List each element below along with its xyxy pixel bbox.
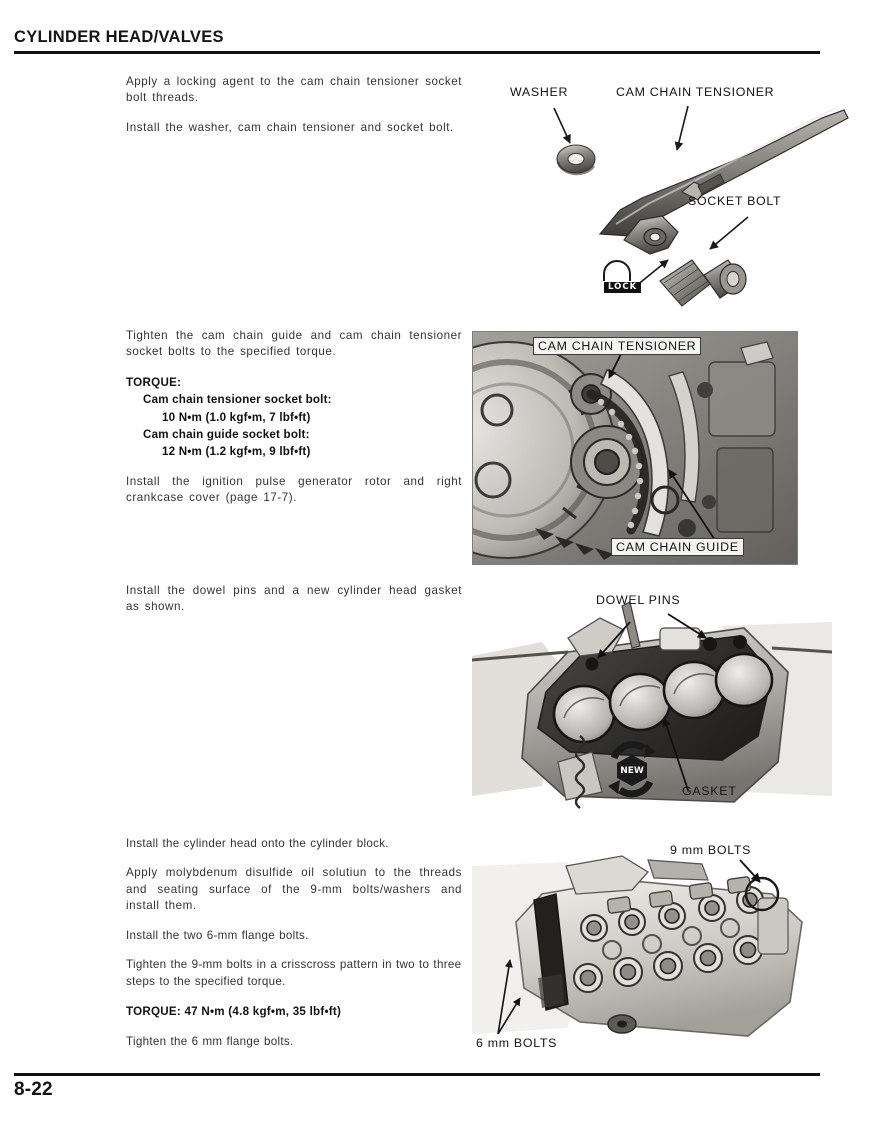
callout-socket-bolt: SOCKET BOLT [688,194,782,208]
header-rule [14,51,820,54]
leader-tensioner [674,105,689,151]
figure-surface: NEW DOWEL PINS GASKET [472,586,832,822]
callout-9mm-bolts: 9 mm BOLTS [670,843,752,857]
figure-surface: CAM CHAIN TENSIONER CAM CHAIN GUIDE [473,332,797,564]
flywheel-region [473,341,616,560]
cam-chain-tunnel [533,893,569,1011]
washer-drawing [556,144,596,176]
cam-chain-tensioner-drawing [598,107,849,255]
footer-rule [14,1073,820,1076]
cylinder-head [515,879,803,1037]
bolt-bosses-upper [580,886,764,942]
paragraph: Tighten the 6 mm flange bolts. [126,1034,294,1048]
figure-artwork [553,105,849,307]
callout-gasket: GASKET [682,784,737,798]
dowel-pin-right [703,637,717,651]
new-part-badge: NEW [608,741,656,798]
paragraph: Apply a locking agent to the cam chain t… [126,75,462,105]
leader-6mm-a [497,959,513,1035]
leader-9mm [739,859,761,883]
spring-coil [574,735,586,809]
figure-head-bolts-photo: 9 mm BOLTS 6 mm BOLTS [472,838,840,1070]
callout-washer: WASHER [510,85,569,99]
figure-artwork [473,332,797,564]
socket-bolt-drawing [659,259,747,307]
paragraph: Install the washer, cam chain tensioner … [126,120,454,134]
callout-cam-chain-tensioner: CAM CHAIN TENSIONER [616,85,775,99]
page-number: 8-22 [14,1079,53,1100]
dowel-pin-right-2 [733,635,747,649]
cylinder-block [521,627,789,803]
page-footer: 8-22 [14,1073,820,1101]
torque-spec-list: TORQUE: Cam chain tensioner socket bolt:… [126,374,462,461]
paragraph: Install the cylinder head onto the cylin… [126,837,389,850]
leader-washer [553,107,571,144]
paragraph: Install the two 6-mm flange bolts. [126,928,309,942]
bolt-bosses-lower [573,935,763,993]
figure-surface: WASHER CAM CHAIN TENSIONER SOCKET BOLT L… [492,74,872,310]
tensioner-in-photo [599,368,670,537]
figure-gasket-photo: NEW DOWEL PINS GASKET [472,586,832,822]
guide-in-photo [668,371,700,503]
torque-heading: TORQUE: [126,375,182,389]
page-title: CYLINDER HEAD/VALVES [14,28,224,46]
leader-dowel-right [667,613,707,639]
cam-chain-links [597,398,644,529]
cam-journal-caps [606,876,752,914]
crankcase-right [697,341,776,533]
torque-item-name: Cam chain guide socket bolt: [143,428,310,442]
text-block-torque-specs: Tighten the cam chain guide and cam chai… [126,328,462,507]
lock-arc-icon [603,260,631,281]
paragraph: Install the ignition pulse generator rot… [126,474,462,505]
leader-dowel-left [597,621,631,659]
highlight-9mm-bolt [744,876,780,912]
gasket-surface [537,635,773,761]
torque-item-value: 10 N•m (1.0 kgf•m, 7 lbf•ft) [162,410,311,424]
text-block-tensioner-install: Apply a locking agent to the cam chain t… [126,74,462,136]
leader-gasket [662,717,689,791]
figure-tensioner-exploded: WASHER CAM CHAIN TENSIONER SOCKET BOLT L… [492,74,872,310]
leader-tensioner [608,353,622,379]
text-block-cylinder-head-install: Install the cylinder head onto the cylin… [126,836,462,1050]
callout-cam-chain-guide: CAM CHAIN GUIDE [611,538,744,556]
torque-item-name: Cam chain tensioner socket bolt: [143,393,332,407]
callout-dowel-pins: DOWEL PINS [596,593,681,607]
leader-socket-bolt [709,216,749,250]
torque-item-value: 12 N•m (1.2 kgf•m, 9 lbf•ft) [162,445,311,459]
bolt-heads-lower [579,941,757,987]
callout-cam-chain-tensioner: CAM CHAIN TENSIONER [533,337,702,355]
paragraph: Install the dowel pins and a new cylinde… [126,584,462,614]
cam-chain [586,389,650,535]
paragraph: Apply molybdenum disulfide oil solutiun … [126,866,462,913]
cam-sprocket [570,373,644,499]
paragraph: Tighten the cam chain guide and cam chai… [126,329,462,359]
cylinder-bores [552,652,774,744]
torque-line: TORQUE: 47 N•m (4.8 kgf•m, 35 lbf•ft) [126,1005,342,1019]
lock-badge: LOCK [604,282,642,293]
figure-artwork: NEW [472,586,832,822]
svg-text:NEW: NEW [620,766,644,776]
callout-6mm-bolts: 6 mm BOLTS [476,1036,558,1050]
leader-guide [668,469,716,541]
leader-6mm-b [497,997,521,1035]
figure-surface: 9 mm BOLTS 6 mm BOLTS [472,838,840,1070]
valve-springs [602,918,740,960]
dowel-pin-left [585,657,599,671]
page-header: CYLINDER HEAD/VALVES [14,28,820,54]
bolt-heads-upper [586,892,758,936]
text-block-dowel-pins: Install the dowel pins and a new cylinde… [126,583,462,616]
figure-cam-chain-photo: CAM CHAIN TENSIONER CAM CHAIN GUIDE [472,331,798,565]
paragraph: Tighten the 9-mm bolts in a crisscross p… [126,958,462,988]
